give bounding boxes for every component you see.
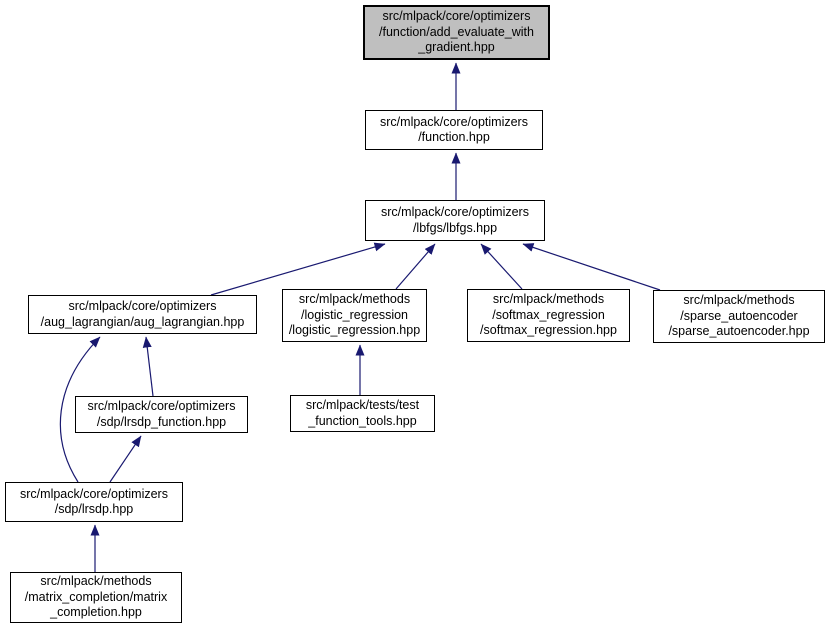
graph-node-sparse-autoencoder[interactable]: src/mlpack/methods/sparse_autoencoder/sp…	[653, 290, 825, 343]
node-label-line: /sdp/lrsdp.hpp	[54, 502, 134, 516]
node-label-line: src/mlpack/core/optimizers	[68, 299, 217, 313]
node-label-line: /aug_lagrangian/aug_lagrangian.hpp	[40, 314, 245, 329]
node-label-line: _completion.hpp	[50, 605, 142, 620]
graph-node-lbfgs[interactable]: src/mlpack/core/optimizers/lbfgs/lbfgs.h…	[365, 200, 545, 241]
graph-node-softmax-regression[interactable]: src/mlpack/methods/softmax_regression/so…	[467, 289, 630, 342]
node-label-line: /sdp/lrsdp_function.hpp	[96, 414, 227, 429]
edge-lrsdp-function-to-aug-lagrangian	[142, 336, 154, 397]
node-label-line: src/mlpack/core/optimizers	[87, 399, 236, 413]
graph-node-add-evaluate-with-gradient: src/mlpack/core/optimizers/function/add_…	[363, 5, 550, 60]
node-label-line: /softmax_regression.hpp	[480, 323, 617, 338]
edge-sparse-autoencoder-to-lbfgs	[522, 243, 661, 291]
node-label-line: /logistic_regression.hpp	[288, 323, 421, 338]
edge-softmax-regression-to-lbfgs	[480, 243, 523, 290]
graph-node-function[interactable]: src/mlpack/core/optimizers/function.hpp	[365, 110, 543, 150]
node-label-line: /sparse_autoencoder.hpp	[668, 324, 810, 339]
edge-lrsdp-to-aug-lagrangian	[59, 336, 101, 483]
node-label-line: /matrix_completion/matrix	[24, 589, 168, 604]
graph-node-lrsdp[interactable]: src/mlpack/core/optimizers/sdp/lrsdp.hpp	[5, 482, 183, 522]
node-label-line: src/mlpack/core/optimizers	[20, 486, 168, 501]
node-label-line: src/mlpack/methods	[298, 292, 411, 307]
node-label-line: _gradient.hpp	[418, 40, 495, 55]
node-label-line: src/mlpack/core/optimizers	[381, 205, 529, 219]
node-label-line: src/mlpack/core/optimizers	[380, 114, 528, 129]
node-label-line: src/mlpack/tests/test	[305, 398, 420, 412]
node-label-line: src/mlpack/methods	[683, 293, 795, 308]
node-label-line: src/mlpack/core/optimizers	[382, 9, 531, 24]
node-label-line: /function.hpp	[418, 130, 490, 144]
graph-node-matrix-completion[interactable]: src/mlpack/methods/matrix_completion/mat…	[10, 572, 182, 623]
node-label-line: /logistic_regression	[301, 307, 408, 322]
edge-logistic-regression-to-lbfgs	[395, 243, 436, 290]
node-label-line: /softmax_regression	[492, 307, 605, 322]
edge-aug-lagrangian-to-lbfgs	[210, 242, 386, 296]
graph-node-test-function-tools[interactable]: src/mlpack/tests/test_function_tools.hpp	[290, 395, 435, 432]
node-label-line: src/mlpack/methods	[40, 574, 152, 589]
graph-node-logistic-regression[interactable]: src/mlpack/methods/logistic_regression/l…	[282, 289, 427, 342]
graph-node-lrsdp-function[interactable]: src/mlpack/core/optimizers/sdp/lrsdp_fun…	[75, 396, 248, 433]
node-label-line: src/mlpack/methods	[492, 292, 605, 307]
node-label-line: /lbfgs/lbfgs.hpp	[412, 220, 498, 235]
edge-lrsdp-to-lrsdp-function	[109, 435, 142, 483]
node-label-line: /function/add_evaluate_with	[379, 24, 534, 39]
node-label-line: _function_tools.hpp	[308, 413, 417, 428]
graph-node-aug-lagrangian[interactable]: src/mlpack/core/optimizers/aug_lagrangia…	[28, 295, 257, 334]
node-label-line: /sparse_autoencoder	[680, 308, 798, 323]
